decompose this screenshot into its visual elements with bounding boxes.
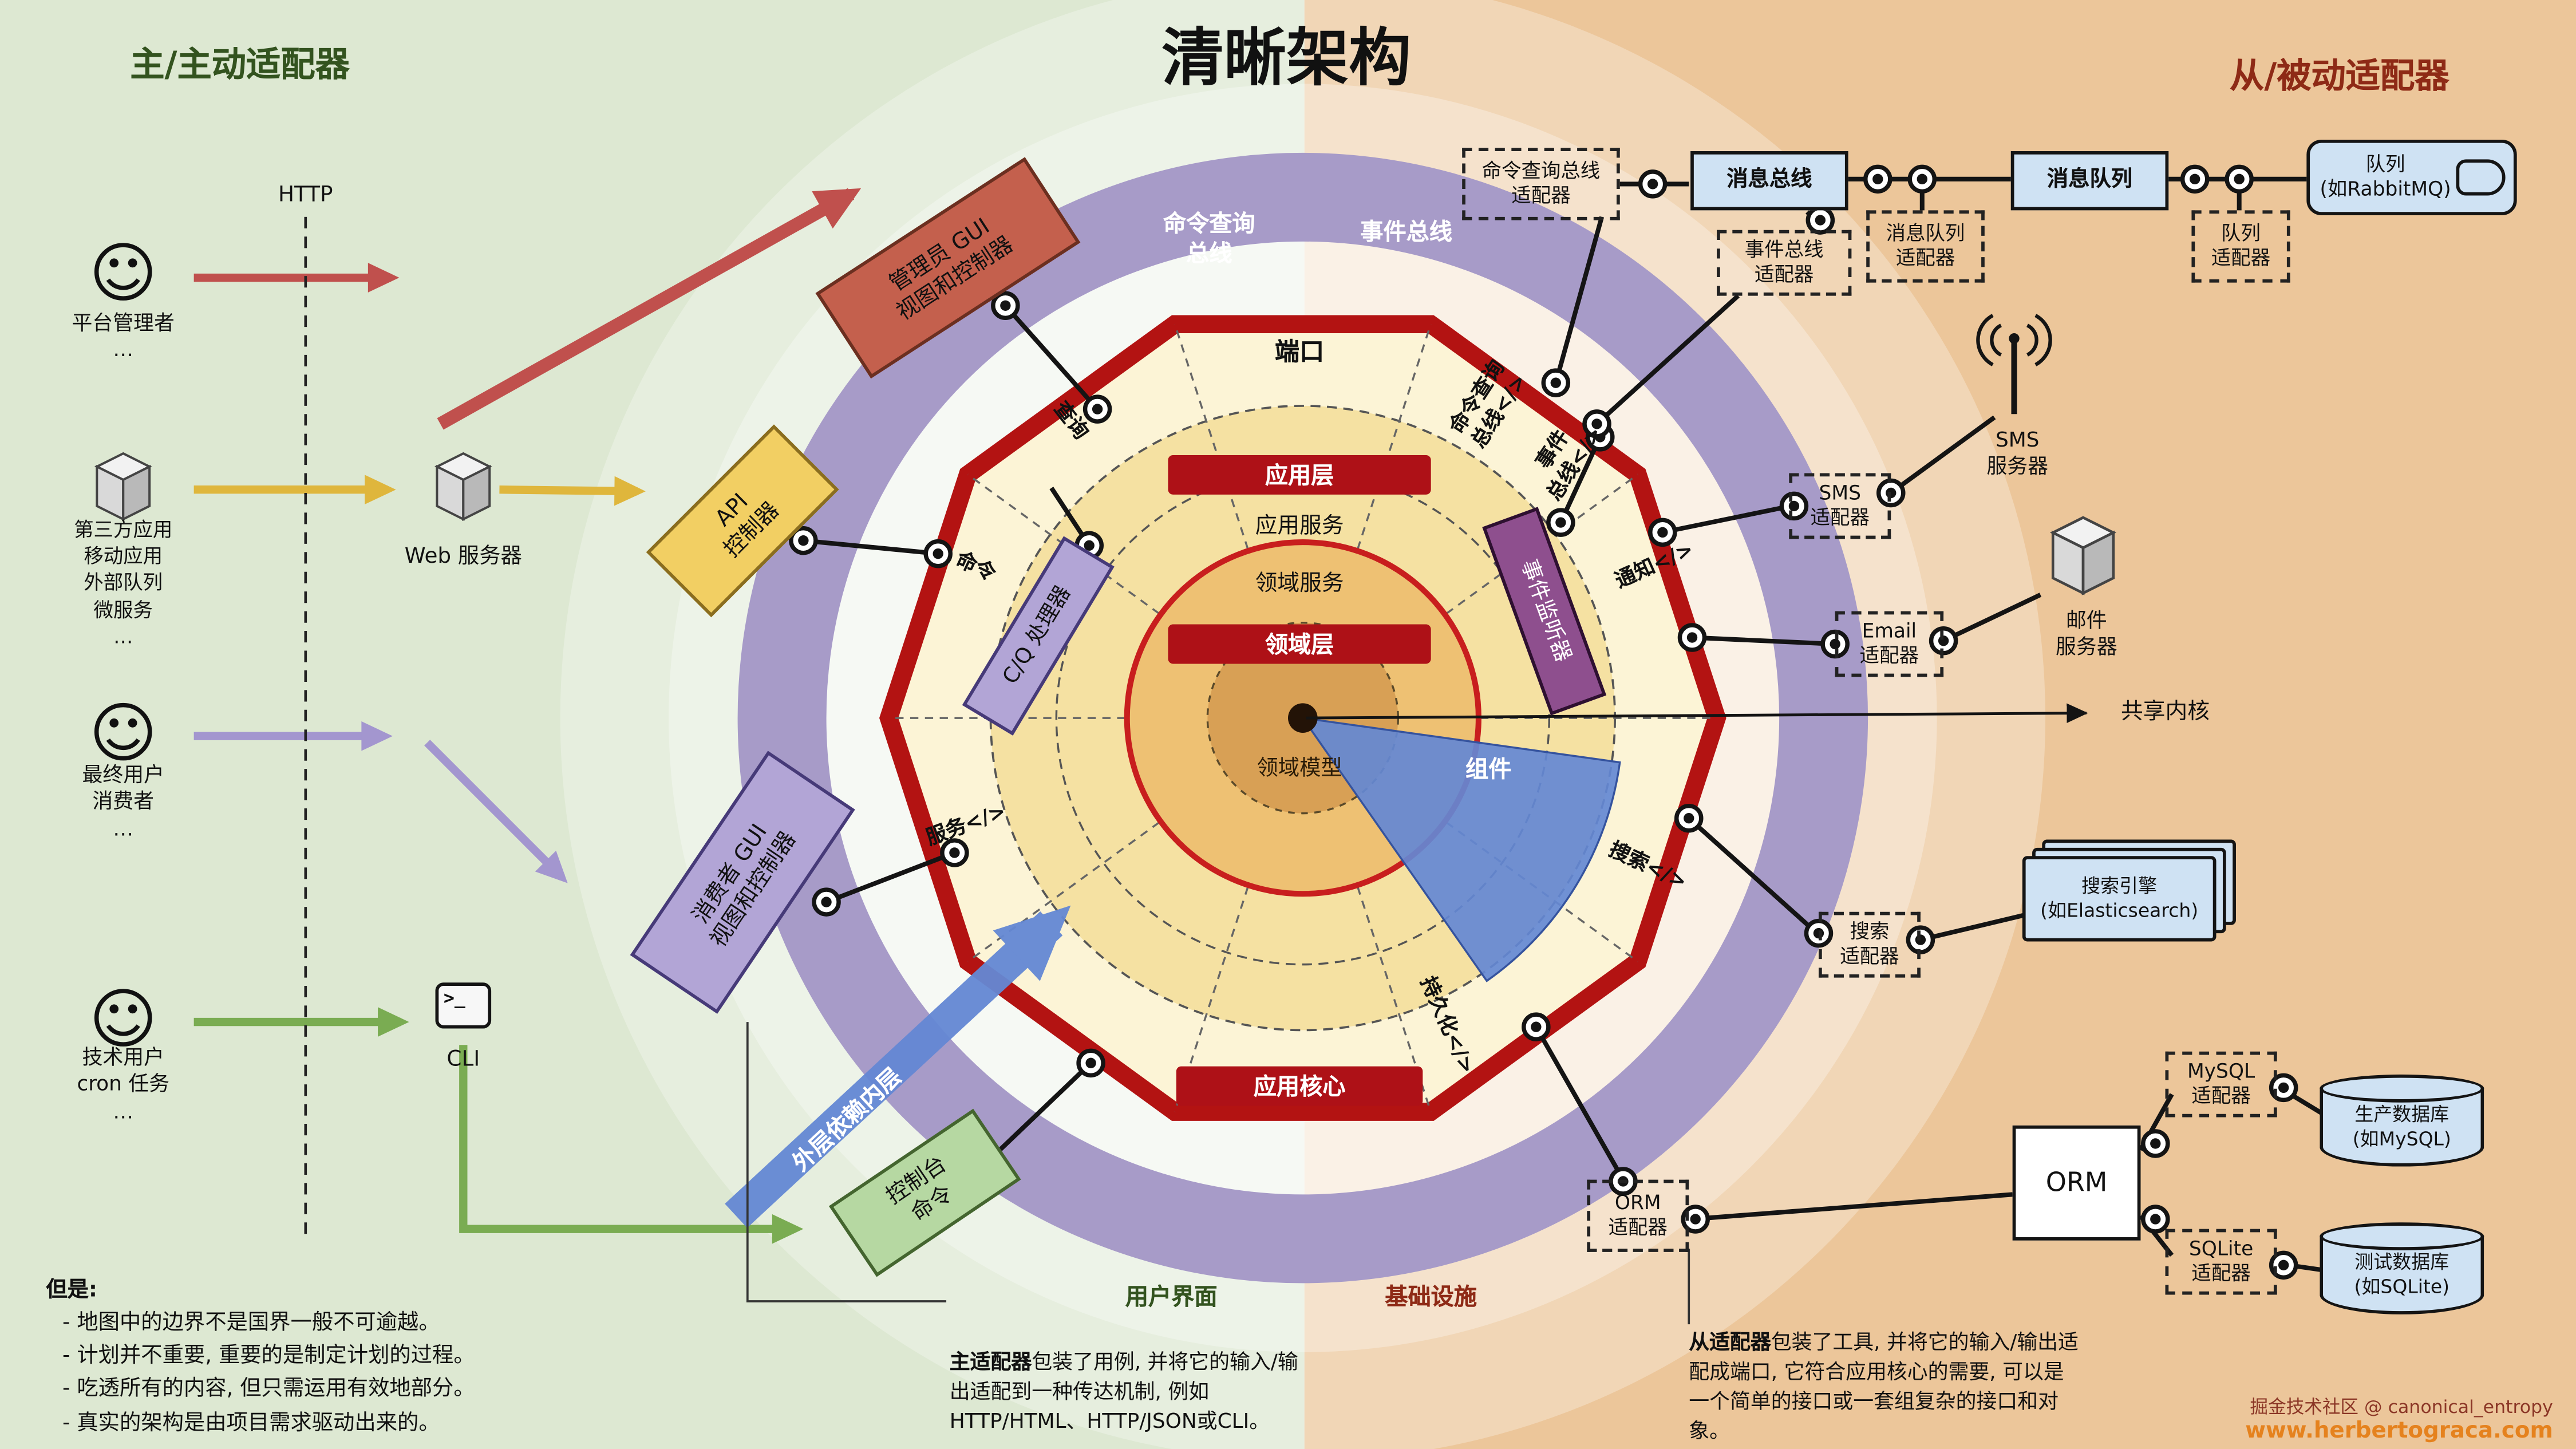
cylinder-top	[2320, 1222, 2484, 1250]
orm-adapter-box: ORM 适配器	[1587, 1179, 1689, 1252]
message-bus-box: 消息总线	[1690, 151, 1848, 211]
but-title: 但是:	[46, 1278, 97, 1303]
search-engine-box: 搜索引擎 (如Elasticsearch)	[2022, 856, 2217, 942]
but-item: - 计划并不重要, 重要的是制定计划的过程。	[62, 1344, 475, 1369]
mail-server-icon	[2053, 518, 2113, 593]
mail-server-label: 邮件 服务器	[2055, 607, 2117, 659]
prod-db-label: 生产数据库 (如MySQL)	[2352, 1102, 2451, 1150]
app-core-banner: 应用核心	[1176, 1066, 1423, 1106]
test-db-cylinder: 测试数据库 (如SQLite)	[2320, 1222, 2484, 1314]
shared-kernel-label: 共享内核	[2121, 698, 2210, 725]
prod-db-cylinder: 生产数据库 (如MySQL)	[2320, 1074, 2484, 1167]
sms-adapter-box: SMS 适配器	[1789, 473, 1891, 539]
sms-tower-icon	[1976, 314, 2052, 414]
ui-region-label: 用户界面	[1125, 1284, 1218, 1311]
message-queue-box: 消息队列	[2010, 151, 2169, 211]
sqlite-adapter-box: SQLite 适配器	[2165, 1229, 2277, 1295]
primary-adapter-note: 主适配器包装了用例, 并将它的输入/输出适配到一种传达机制, 例如HTTP/HT…	[950, 1347, 1301, 1436]
cq-bus-adapter-box: 命令查询总线 适配器	[1462, 148, 1620, 220]
tech-users-icon: ☺	[89, 982, 158, 1059]
primary-adapter-note-text: 包装了用例, 并将它的输入/输出适配到一种传达机制, 例如HTTP/HTML、H…	[949, 1349, 1298, 1434]
cli-glyph: >_	[443, 987, 465, 1009]
heading-secondary-adapters: 从/被动适配器	[2229, 56, 2449, 96]
queue-adapter-box: 队列 适配器	[2191, 210, 2290, 283]
but-item: - 真实的架构是由项目需求驱动出来的。	[62, 1410, 440, 1436]
queue-cylinder-icon	[2456, 159, 2506, 196]
leader-lines	[746, 1022, 1690, 1325]
search-engine-stack: 搜索引擎 (如Elasticsearch)	[2022, 839, 2236, 942]
ports-label: 端口	[1275, 337, 1325, 367]
test-db-label: 测试数据库 (如SQLite)	[2354, 1250, 2450, 1298]
app-services-label: 应用服务	[1255, 513, 1344, 539]
third-party-apps-label: 第三方应用 移动应用 外部队列 微服务 …	[74, 518, 173, 648]
ring-cq-bus-label: 命令查询 总线	[1163, 211, 1255, 268]
shared-kernel-arrow	[1306, 703, 2088, 723]
http-label: HTTP	[278, 183, 333, 208]
sms-server-label: SMS 服务器	[1986, 427, 2049, 479]
dependency-direction-arrow	[725, 905, 1071, 1228]
tech-users-label: 技术用户 cron 任务 …	[77, 1044, 170, 1123]
component-wedge	[1301, 716, 1621, 982]
heading-primary-adapters: 主/主动适配器	[130, 45, 350, 85]
mysql-adapter-box: MySQL 适配器	[2165, 1051, 2277, 1118]
web-server-label: Web 服务器	[404, 544, 522, 570]
infra-region-label: 基础设施	[1385, 1284, 1477, 1311]
cylinder-top	[2320, 1074, 2484, 1103]
secondary-adapter-note: 从适配器包装了工具, 并将它的输入/输出适配成端口, 它符合应用核心的需要, 可…	[1689, 1328, 2080, 1447]
platform-admin-label: 平台管理者 …	[72, 310, 175, 362]
cylinder-shape	[2320, 1235, 2484, 1314]
secondary-adapter-note-text: 包装了工具, 并将它的输入/输出适配成端口, 它符合应用核心的需要, 可以是一个…	[1689, 1329, 2079, 1443]
third-party-apps-icon	[97, 453, 149, 519]
domain-layer-banner: 领域层	[1168, 624, 1431, 664]
orm-box: ORM	[2012, 1125, 2141, 1241]
end-users-icon: ☺	[89, 696, 158, 772]
component-label: 组件	[1465, 757, 1512, 784]
domain-services-label: 领域服务	[1255, 570, 1344, 597]
domain-center-dot	[1288, 703, 1318, 733]
secondary-adapter-note-bold: 从适配器	[1689, 1329, 1771, 1354]
cli-label: CLI	[447, 1047, 480, 1072]
mq-adapter-box: 消息队列 适配器	[1866, 210, 1985, 283]
site-link[interactable]: www.herbertograca.com	[2245, 1418, 2553, 1444]
platform-admin-icon: ☺	[89, 236, 158, 313]
domain-model-label: 领域模型	[1257, 756, 1342, 781]
search-adapter-box: 搜索 适配器	[1818, 911, 1921, 978]
page-title: 清晰架构	[1161, 22, 1412, 94]
queue-label: 队列 (如RabbitMQ)	[2320, 152, 2451, 201]
email-adapter-box: Email 适配器	[1835, 611, 1944, 677]
credit-line: 掘金技术社区 @ canonical_entropy	[2250, 1396, 2553, 1418]
but-item: - 吃透所有的内容, 但只需运用有效地部分。	[62, 1377, 475, 1403]
event-bus-adapter-box: 事件总线 适配器	[1717, 230, 1852, 296]
ring-event-bus-label: 事件总线	[1360, 220, 1452, 247]
primary-adapter-note-bold: 主适配器	[949, 1349, 1032, 1374]
but-block: 但是: - 地图中的边界不是国界一般不可逾越。 - 计划并不重要, 重要的是制定…	[46, 1275, 475, 1440]
cli-icon: >_	[435, 982, 492, 1029]
colored-arrows	[193, 188, 862, 1244]
app-layer-banner: 应用层	[1168, 455, 1431, 495]
web-server-icon	[437, 453, 489, 519]
queue-box: 队列 (如RabbitMQ)	[2306, 139, 2517, 215]
end-users-label: 最终用户 消费者 …	[82, 761, 165, 840]
but-item: - 地图中的边界不是国界一般不可逾越。	[62, 1311, 440, 1336]
